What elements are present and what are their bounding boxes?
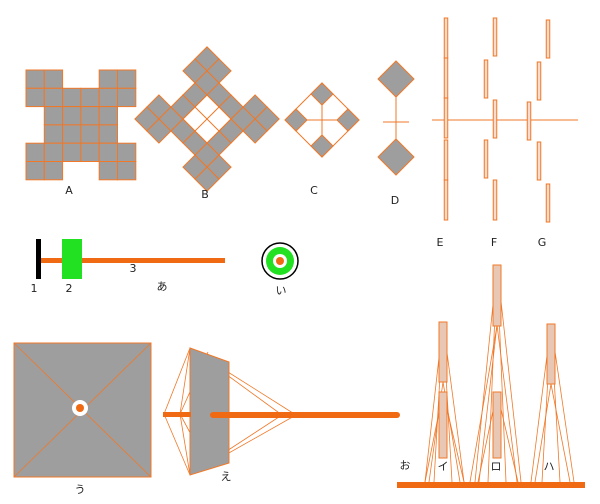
slat (483, 59, 489, 99)
tile-c (310, 134, 334, 158)
slat (492, 99, 498, 139)
figure-c-open-diamond (284, 82, 360, 158)
label-kha: ハ (544, 460, 555, 473)
figure-b-rotated-cross (134, 46, 280, 192)
part-3-rod (41, 258, 225, 263)
slat (443, 139, 449, 181)
figure-a-jp-rod-assembly (36, 239, 225, 279)
tile-a (43, 69, 64, 89)
slat (545, 183, 551, 223)
figure-i-end-view (261, 242, 299, 280)
label-g: G (538, 236, 547, 249)
label-o: お (400, 459, 411, 472)
post (492, 391, 502, 459)
slat (443, 97, 449, 139)
post (546, 323, 556, 385)
label-f: F (491, 236, 497, 249)
tile-a (62, 142, 82, 162)
label-a-jp: あ (157, 280, 168, 293)
tile-a (43, 142, 64, 162)
label-kro: ロ (491, 460, 502, 473)
tile-b (194, 166, 220, 192)
label-i: い (276, 284, 287, 297)
label-e: E (437, 236, 444, 249)
slat (483, 139, 489, 179)
post (438, 321, 448, 383)
tile-a (62, 106, 82, 126)
figure-u-square-front (13, 342, 152, 478)
tile-a (80, 124, 100, 144)
tile-a (25, 87, 45, 108)
slat (443, 179, 449, 221)
slat (536, 61, 542, 101)
label-a: A (65, 184, 73, 197)
tile-a (98, 69, 118, 89)
tile-a (62, 87, 82, 108)
label-e-jp: え (221, 470, 232, 483)
tile-a (43, 124, 64, 144)
label-1: 1 (31, 282, 38, 295)
figure-a-tile-grid (25, 69, 137, 181)
tile-a (98, 161, 118, 181)
base-rod (397, 482, 585, 488)
tile-a (80, 87, 100, 108)
slat (492, 179, 498, 221)
label-3: 3 (130, 262, 137, 275)
slat (526, 101, 532, 141)
label-u: う (75, 483, 86, 496)
slat (545, 19, 551, 59)
figure-e-side-view (163, 347, 400, 476)
tile-c (336, 108, 360, 132)
tile-a (98, 87, 118, 108)
tile-a (80, 106, 100, 126)
slat (443, 57, 449, 99)
tile-d (377, 138, 415, 176)
tile-c (284, 108, 308, 132)
label-b: B (201, 188, 209, 201)
tile-a (43, 87, 64, 108)
tile-a (98, 142, 118, 162)
tile-d (377, 60, 415, 98)
label-c: C (310, 184, 318, 197)
figure-o-posts-rigging (397, 264, 585, 488)
tile-a (98, 106, 118, 126)
tile-b (146, 118, 172, 144)
tile-b (242, 118, 268, 144)
label-ki: イ (438, 460, 449, 473)
tile-a (117, 69, 137, 89)
figure-efg-slats (432, 17, 578, 223)
tile-a (117, 161, 137, 181)
tile-a (117, 142, 137, 162)
tile-a (25, 69, 45, 89)
post (438, 391, 448, 459)
tile-a (25, 142, 45, 162)
part-1-stopper (36, 239, 41, 279)
tile-a (43, 106, 64, 126)
tile-a (98, 124, 118, 144)
figure-d-two-diamonds (377, 60, 415, 176)
post (492, 264, 502, 327)
tile-a (25, 161, 45, 181)
tile-a (80, 142, 100, 162)
label-d: D (391, 194, 399, 207)
tile-a (43, 161, 64, 181)
part-2-collar (62, 239, 82, 279)
tile-a (117, 87, 137, 108)
slat (536, 141, 542, 181)
slat (443, 17, 449, 59)
slat (492, 17, 498, 57)
tile-a (62, 124, 82, 144)
label-2: 2 (66, 282, 73, 295)
